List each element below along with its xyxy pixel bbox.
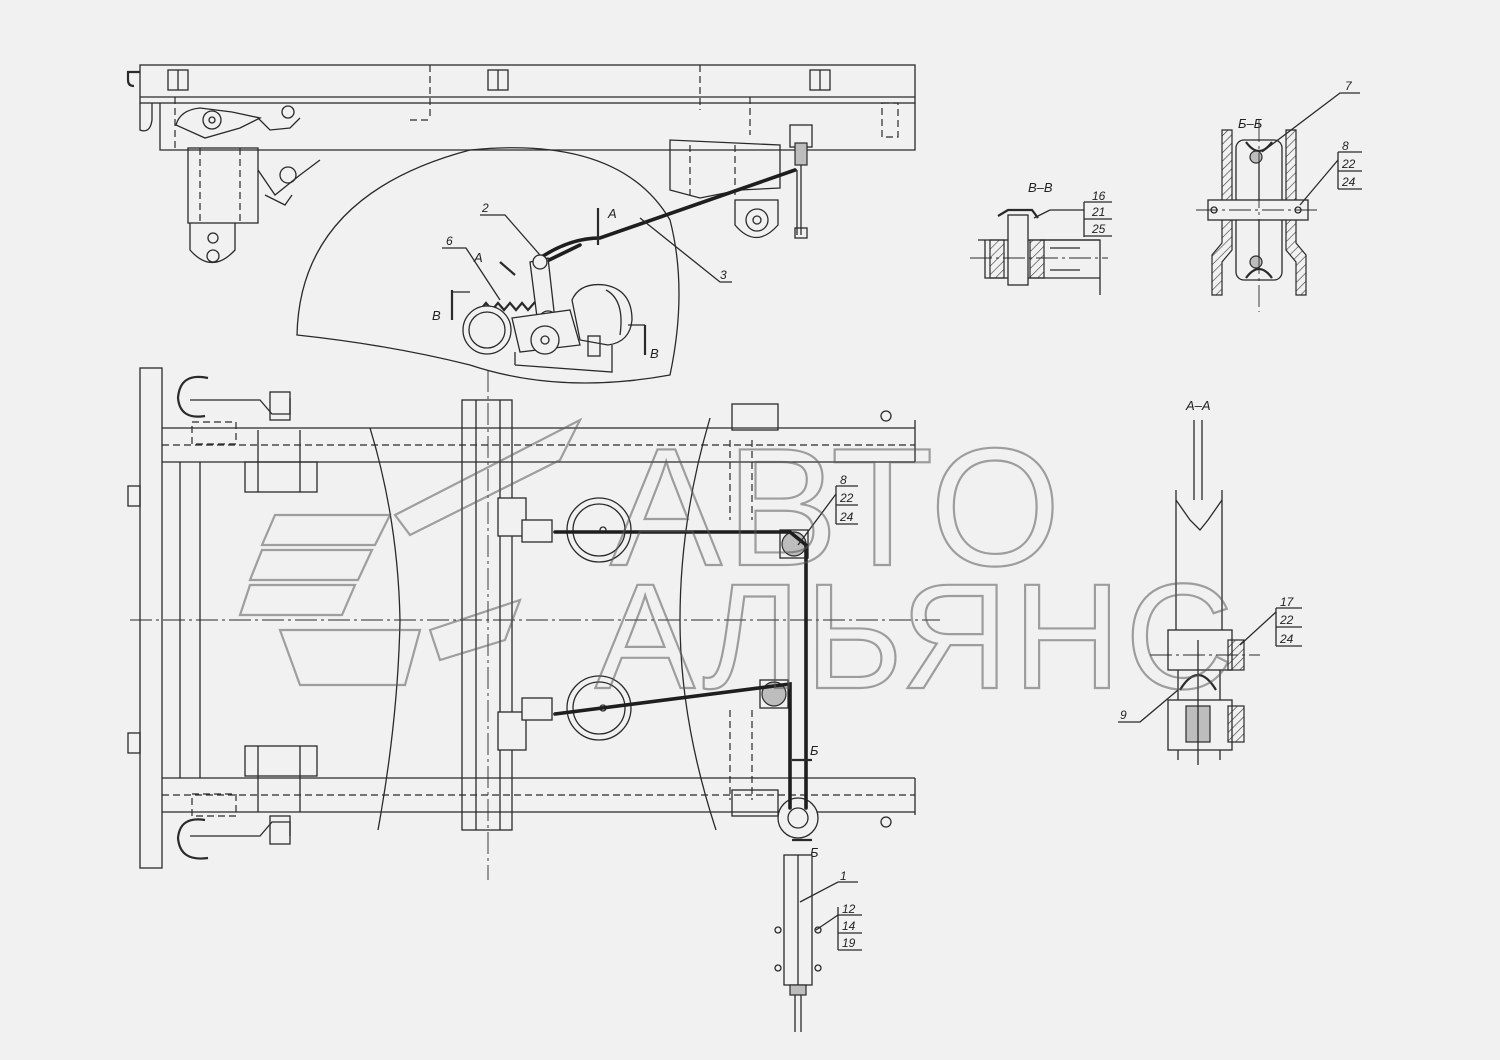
callout-2: 2	[481, 201, 489, 215]
callout-1: 1	[840, 869, 847, 883]
stack-bb-1: 22	[1341, 157, 1356, 171]
stack-mid-0: 8	[840, 473, 847, 487]
cut-mark-b-upper: Б	[810, 743, 819, 758]
section-b-b-title: Б–Б	[1238, 116, 1263, 131]
section-b-b: Б–Б 7 8 22 24	[1196, 79, 1362, 312]
stack-mid-1: 22	[839, 491, 854, 505]
stack-vv-0: 16	[1092, 189, 1106, 203]
cut-mark-v-left: В	[432, 308, 441, 323]
watermark-logo-icon: АВТО АЛЬЯНС	[238, 412, 1237, 721]
watermark-line-1: АВТО	[610, 413, 1065, 601]
section-a-a: А–А 17 22 24 9	[1118, 398, 1302, 765]
stack-aa-1: 22	[1279, 613, 1294, 627]
stack-bb-2: 24	[1341, 175, 1356, 189]
section-v-v-title: В–В	[1028, 180, 1053, 195]
stack-bottom-1: 14	[842, 919, 856, 933]
callout-7: 7	[1345, 79, 1353, 93]
stack-bottom-0: 12	[842, 902, 856, 916]
stack-aa-0: 17	[1280, 595, 1295, 609]
section-v-v: В–В 16 21 25	[970, 180, 1112, 295]
stack-aa-2: 24	[1279, 632, 1294, 646]
cut-mark-b-lower: Б	[810, 845, 819, 860]
stack-bb-0: 8	[1342, 139, 1349, 153]
callout-9: 9	[1120, 708, 1127, 722]
cut-mark-a-top: А	[607, 206, 617, 221]
callout-3: 3	[720, 268, 727, 282]
stack-vv-2: 25	[1091, 222, 1106, 236]
stack-mid-2: 24	[839, 510, 854, 524]
cut-mark-a-left: А	[473, 250, 483, 265]
stack-vv-1: 21	[1091, 205, 1105, 219]
section-a-a-title: А–А	[1185, 398, 1211, 413]
stack-bottom-2: 19	[842, 936, 856, 950]
watermark-line-2: АЛЬЯНС	[595, 552, 1237, 720]
callout-6: 6	[446, 234, 453, 248]
cut-mark-v-right: В	[650, 346, 659, 361]
side-view: А А В В 2 6 3	[126, 64, 916, 384]
